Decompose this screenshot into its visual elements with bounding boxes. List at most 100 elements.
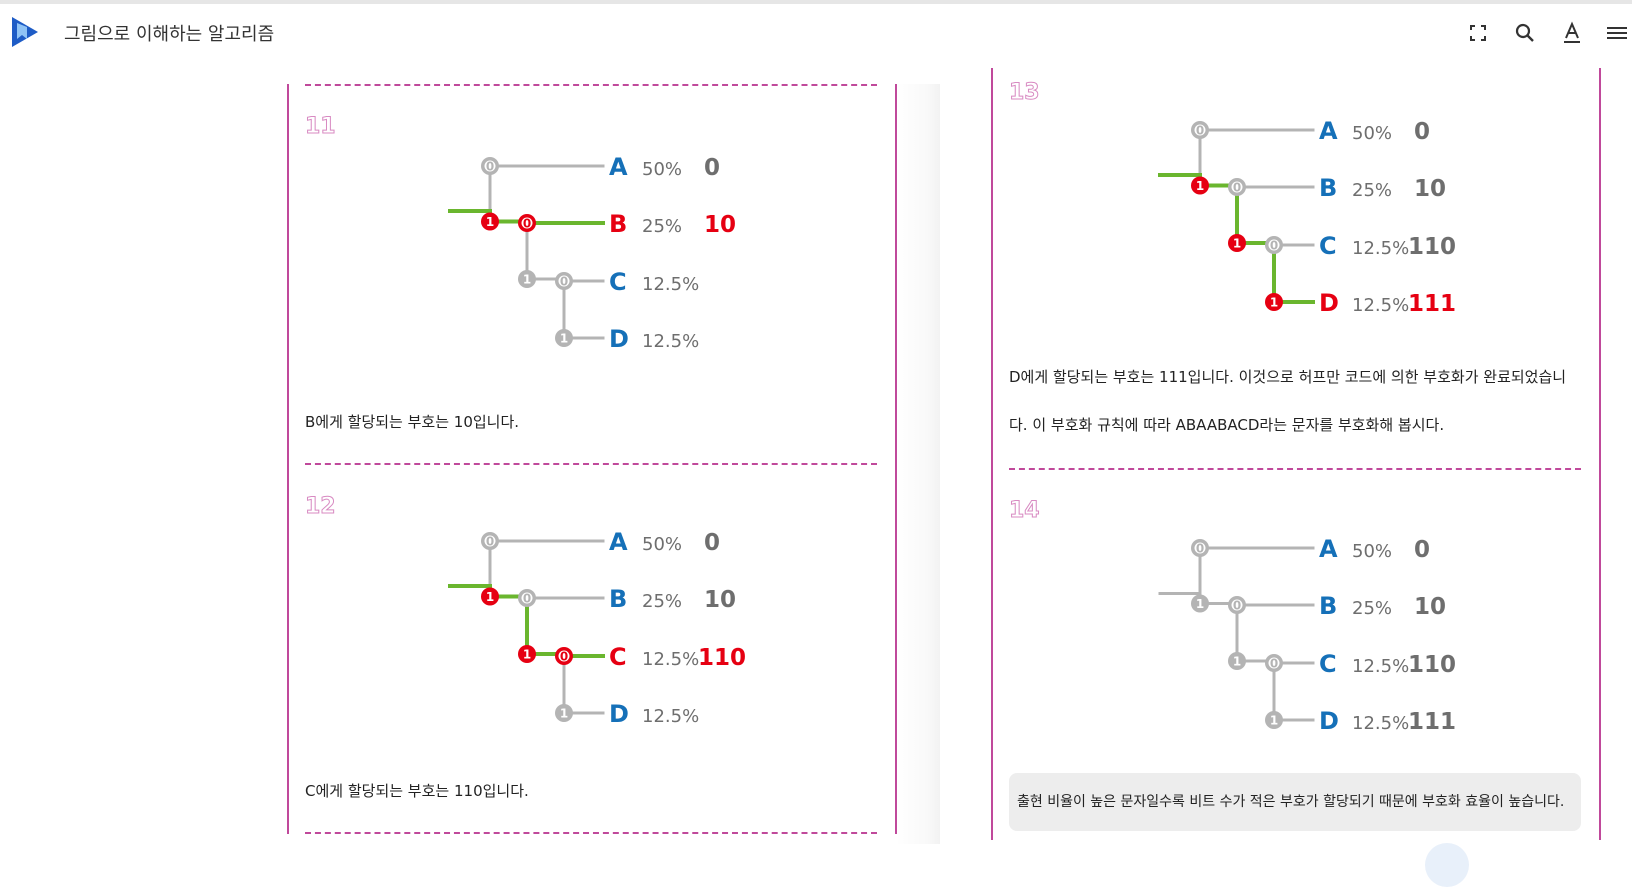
row-letter: D — [609, 325, 629, 353]
row-code: 111 — [1408, 291, 1456, 317]
tree-node-label: 1 — [1196, 179, 1204, 193]
row-percentage: 50% — [1352, 541, 1392, 562]
separator — [1009, 468, 1581, 470]
row-percentage: 12.5% — [642, 649, 699, 670]
tree-node-label: 1 — [1233, 655, 1241, 669]
tree-node-label: 1 — [560, 332, 568, 346]
row-percentage: 12.5% — [642, 706, 699, 727]
tree-node-inner — [1231, 181, 1243, 193]
active-tree-node — [518, 645, 536, 663]
tree-node — [555, 329, 573, 347]
row-percentage: 50% — [1352, 123, 1392, 144]
row-letter: D — [1319, 289, 1339, 317]
tree-node-label: 0 — [1196, 124, 1204, 138]
row-letter: A — [1319, 535, 1338, 563]
right-page — [991, 68, 1601, 840]
tree-node-label: 1 — [1196, 597, 1204, 611]
step-caption: B에게 할당되는 부호는 10입니다. — [305, 413, 520, 431]
row-percentage: 12.5% — [642, 331, 699, 352]
tree-node — [518, 270, 536, 288]
tree-node-label: 0 — [486, 160, 494, 174]
tree-node — [1265, 711, 1283, 729]
row-percentage: 50% — [642, 534, 682, 555]
tree-node-inner — [521, 217, 533, 229]
row-letter: B — [1319, 174, 1337, 202]
page-gutter — [895, 84, 940, 844]
separator — [305, 463, 877, 465]
tree-node-inner — [1194, 542, 1206, 554]
row-code: 10 — [704, 212, 736, 238]
floating-action-button[interactable] — [1425, 843, 1469, 887]
step-number: 13 — [1009, 80, 1041, 106]
tree-node-inner — [1194, 124, 1206, 136]
row-code: 110 — [1408, 652, 1456, 678]
tree-node-label: 1 — [486, 590, 494, 604]
row-percentage: 12.5% — [1352, 238, 1409, 259]
active-tree-node — [1265, 293, 1283, 311]
row-code: 111 — [1408, 709, 1456, 735]
row-code: 0 — [1414, 119, 1430, 145]
tree-node-label: 0 — [560, 650, 568, 664]
tree-node-label: 0 — [1233, 181, 1241, 195]
row-percentage: 12.5% — [1352, 656, 1409, 677]
row-letter: A — [609, 153, 628, 181]
search-icon[interactable] — [1512, 20, 1538, 46]
active-tree-node — [1191, 176, 1209, 195]
row-percentage: 25% — [1352, 180, 1392, 201]
step-number: 11 — [305, 114, 337, 140]
step-number: 12 — [305, 494, 337, 520]
tree-node-inner — [1268, 239, 1280, 251]
fullscreen-icon[interactable] — [1465, 20, 1491, 46]
row-percentage: 12.5% — [1352, 713, 1409, 734]
summary-callout: 출현 비율이 높은 문자일수록 비트 수가 적은 부호가 할당되기 때문에 부호… — [1009, 773, 1581, 831]
step-caption-line-2: 다. 이 부호화 규칙에 따라 ABAABACD라는 문자를 부호화해 봅시다. — [1009, 416, 1445, 434]
tree-node-inner — [484, 535, 496, 547]
tree-node-label: 0 — [523, 217, 531, 231]
row-code: 0 — [704, 155, 720, 181]
row-code: 10 — [1414, 594, 1446, 620]
row-code: 10 — [704, 587, 736, 613]
tree-node-label: 1 — [523, 648, 531, 662]
tree-node-label: 0 — [1270, 657, 1278, 671]
step-caption-line-1: D에게 할당되는 부호는 111입니다. 이것으로 허프만 코드에 의한 부호화… — [1009, 368, 1567, 386]
tree-node-label: 1 — [1270, 714, 1278, 728]
menu-icon[interactable] — [1605, 20, 1631, 46]
tree-node — [1228, 652, 1246, 670]
tree-node-label: 1 — [486, 215, 494, 229]
row-letter: A — [609, 528, 628, 556]
row-percentage: 25% — [1352, 598, 1392, 619]
reader-header: 그림으로 이해하는 알고리즘 — [0, 4, 1632, 58]
tree-node-inner — [1268, 657, 1280, 669]
row-letter: C — [609, 643, 627, 671]
row-code: 110 — [698, 645, 746, 671]
tree-node-label: 0 — [523, 592, 531, 606]
row-letter: C — [1319, 650, 1337, 678]
left-page — [287, 84, 897, 834]
active-tree-node — [481, 212, 499, 231]
row-letter: D — [1319, 707, 1339, 735]
tree-node-inner — [521, 592, 533, 604]
row-code: 0 — [704, 530, 720, 556]
row-code: 110 — [1408, 234, 1456, 260]
tree-node-label: 1 — [1270, 296, 1278, 310]
active-tree-node — [1228, 234, 1246, 252]
tree-node-label: 1 — [1233, 237, 1241, 251]
book-title: 그림으로 이해하는 알고리즘 — [64, 24, 275, 45]
app-logo-icon[interactable] — [10, 15, 40, 49]
tree-node-label: 0 — [560, 275, 568, 289]
top-border — [0, 0, 1632, 4]
row-percentage: 12.5% — [642, 274, 699, 295]
row-percentage: 25% — [642, 591, 682, 612]
row-letter: C — [609, 268, 627, 296]
tree-node-label: 0 — [1196, 542, 1204, 556]
row-code: 0 — [1414, 537, 1430, 563]
row-code: 10 — [1414, 176, 1446, 202]
tree-node-label: 1 — [523, 273, 531, 287]
separator — [305, 832, 877, 834]
font-icon[interactable] — [1559, 20, 1585, 46]
row-letter: B — [1319, 592, 1337, 620]
tree-node-inner — [558, 650, 570, 662]
tree-node-label: 1 — [560, 707, 568, 721]
